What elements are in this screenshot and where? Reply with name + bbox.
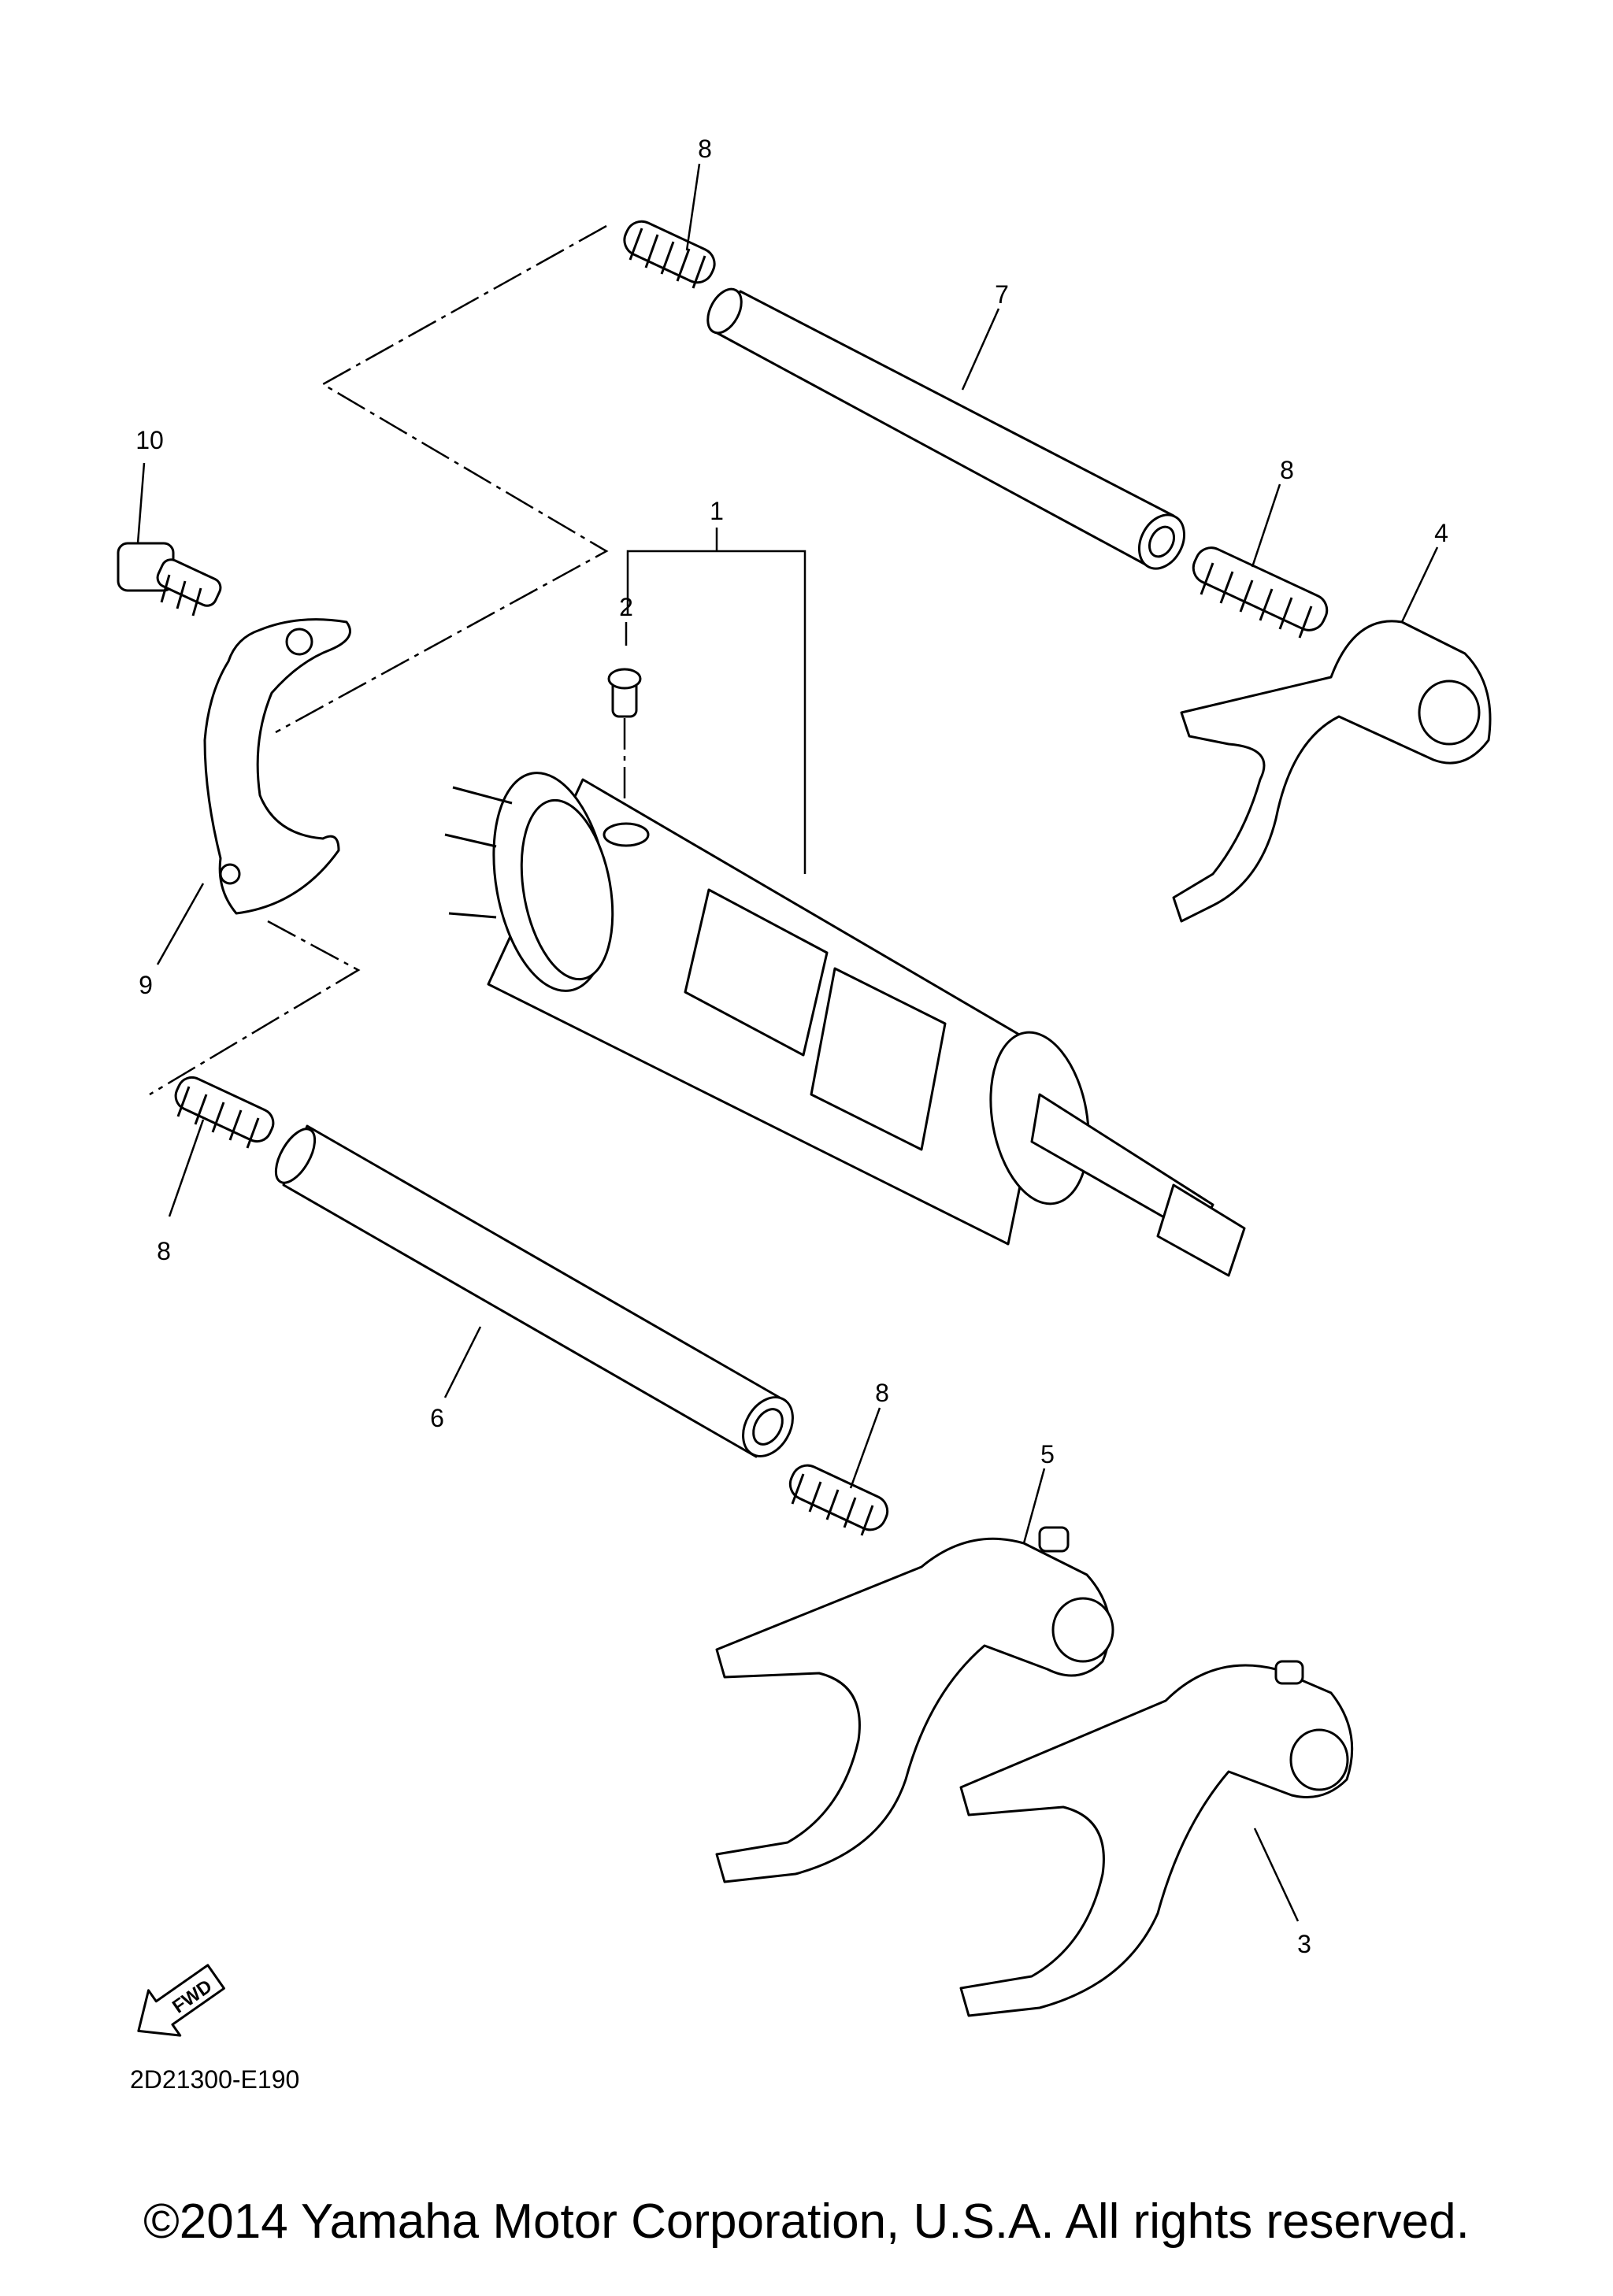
callout-8-right: 8 [1280,456,1294,484]
fwd-arrow-icon: FWD [137,1964,225,2037]
callout-5: 5 [1040,1440,1055,1468]
shaft-part-7 [706,287,1186,570]
callout-8-left: 8 [157,1237,171,1265]
callout-3: 3 [1297,1930,1311,1958]
spring-part-8-top [623,220,716,289]
callout-6: 6 [430,1404,444,1432]
shift-fork-part-4 [1172,620,1492,923]
callout-4: 4 [1434,519,1448,547]
copyright-notice: ©2014 Yamaha Motor Corporation, U.S.A. A… [143,2194,1470,2249]
shift-fork-part-3 [959,1660,1354,2017]
shift-drum-part-1 [444,772,1246,1277]
pin-part-2 [607,668,642,835]
callout-2: 2 [619,593,633,621]
spring-part-8-lower [788,1464,889,1536]
callout-7: 7 [995,280,1009,309]
bolt-part-10 [117,542,222,617]
callout-8-lower: 8 [875,1379,889,1407]
drawing-code: 2D21300-E190 [130,2065,299,2094]
spring-part-8-right [1192,546,1329,639]
leader-lines [136,163,1439,1922]
callout-8-top: 8 [698,135,712,163]
callout-1: 1 [710,497,724,525]
callout-labels: 1 2 3 4 5 6 7 8 8 8 8 9 10 [135,135,1448,1958]
shift-fork-part-5 [715,1526,1114,1883]
callout-10: 10 [135,426,164,454]
alignment-lines [149,224,609,1096]
spring-part-8-left [174,1076,275,1149]
shaft-part-6 [274,1124,794,1458]
stopper-plate-part-9 [203,618,351,915]
callout-9: 9 [139,971,153,999]
